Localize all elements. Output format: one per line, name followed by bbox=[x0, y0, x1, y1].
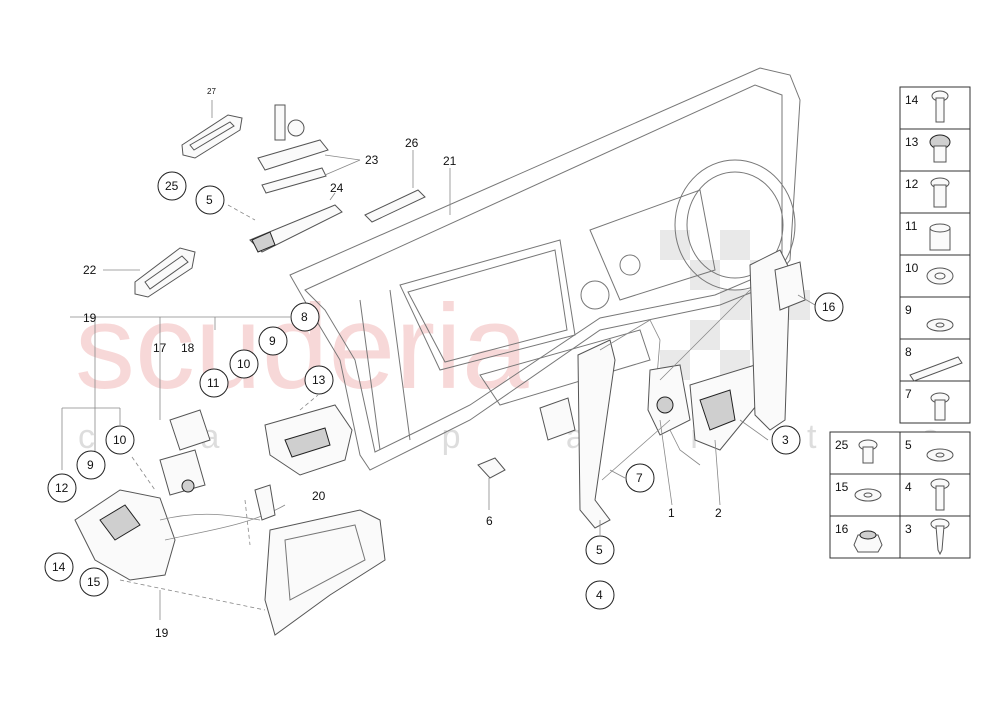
part-26-handle-cover bbox=[364, 189, 426, 223]
screw-3-icon bbox=[930, 518, 950, 556]
part-20-lock bbox=[264, 404, 353, 476]
callout-1: 1 bbox=[668, 506, 675, 520]
legend-10: 10 bbox=[905, 261, 919, 275]
legend-8: 8 bbox=[905, 345, 912, 359]
part-23-handle-assembly bbox=[257, 104, 329, 194]
callout-9-mid: 9 bbox=[87, 458, 94, 472]
window-regulator bbox=[539, 249, 806, 529]
callout-6: 6 bbox=[486, 514, 493, 528]
legend-14: 14 bbox=[905, 93, 919, 107]
part-6-grommet bbox=[477, 457, 506, 479]
legend-right-column: 14 13 12 11 10 9 8 7 5 4 3 bbox=[899, 86, 971, 559]
washer-15-icon bbox=[854, 488, 882, 502]
callout-24: 24 bbox=[330, 181, 344, 195]
callout-12: 12 bbox=[55, 481, 69, 495]
callout-20: 20 bbox=[312, 489, 326, 503]
callout-22: 22 bbox=[83, 263, 97, 277]
callout-21: 21 bbox=[443, 154, 457, 168]
legend-9: 9 bbox=[905, 303, 912, 317]
callout-23: 23 bbox=[365, 153, 379, 167]
legend-4: 4 bbox=[905, 480, 912, 494]
callout-15: 15 bbox=[87, 575, 101, 589]
callout-11: 11 bbox=[207, 376, 220, 390]
callout-19-top: 19 bbox=[83, 311, 97, 325]
nut-16-icon bbox=[853, 530, 883, 553]
legend-5: 5 bbox=[905, 438, 912, 452]
callout-26: 26 bbox=[405, 136, 419, 150]
legend-25: 25 bbox=[835, 438, 849, 452]
callout-7: 7 bbox=[636, 471, 643, 485]
callout-19-bottom: 19 bbox=[155, 626, 169, 640]
callout-3: 3 bbox=[782, 433, 789, 447]
bushing-11-icon bbox=[929, 223, 951, 251]
callout-4: 4 bbox=[596, 588, 603, 602]
bolt-25-icon bbox=[858, 439, 878, 464]
legend-3: 3 bbox=[905, 522, 912, 536]
legend-16: 16 bbox=[835, 522, 849, 536]
bolt-8-icon bbox=[909, 356, 963, 382]
part-19-lock-assembly bbox=[74, 484, 286, 581]
callout-5-bottom: 5 bbox=[596, 543, 603, 557]
callout-14: 14 bbox=[52, 560, 66, 574]
legend-12: 12 bbox=[905, 177, 919, 191]
washer-5-icon bbox=[926, 448, 954, 462]
leader-lines bbox=[61, 100, 816, 620]
callout-27: 27 bbox=[207, 87, 216, 96]
callout-10-mid: 10 bbox=[113, 433, 127, 447]
callout-10-top: 10 bbox=[237, 357, 251, 371]
door-shell bbox=[289, 67, 801, 471]
bolt-7-icon bbox=[930, 392, 950, 421]
legend-11: 11 bbox=[905, 219, 918, 233]
lower-trim-panel bbox=[264, 509, 386, 636]
part-24-handle-lever bbox=[249, 204, 343, 253]
legend-13: 13 bbox=[905, 135, 919, 149]
callout-13: 13 bbox=[312, 373, 326, 387]
callout-18: 18 bbox=[181, 341, 195, 355]
watermark-main: scuderia bbox=[75, 280, 529, 414]
part-27-handle-trim bbox=[181, 114, 243, 159]
callout-5-top: 5 bbox=[206, 193, 213, 207]
washer-10-icon bbox=[926, 267, 954, 285]
callout-8: 8 bbox=[301, 310, 308, 324]
callout-2: 2 bbox=[715, 506, 722, 520]
callout-9-top: 9 bbox=[269, 334, 276, 348]
callout-25: 25 bbox=[165, 179, 179, 193]
bolt-14-icon bbox=[931, 90, 949, 123]
part-22-cover bbox=[134, 247, 196, 298]
bolt-13-icon bbox=[929, 134, 951, 163]
legend-left-column: 25 15 16 bbox=[829, 431, 901, 559]
washer-9-icon bbox=[926, 318, 954, 332]
callout-16: 16 bbox=[822, 300, 836, 314]
callouts: 27 23 25 5 24 26 21 22 19 8 9 10 11 17 1… bbox=[44, 87, 844, 640]
bolt-4-icon bbox=[930, 478, 950, 511]
legend-15: 15 bbox=[835, 480, 849, 494]
bolt-12-icon bbox=[930, 177, 950, 208]
callout-17: 17 bbox=[153, 341, 167, 355]
legend-7: 7 bbox=[905, 387, 912, 401]
part-17-18-actuator bbox=[159, 409, 211, 496]
